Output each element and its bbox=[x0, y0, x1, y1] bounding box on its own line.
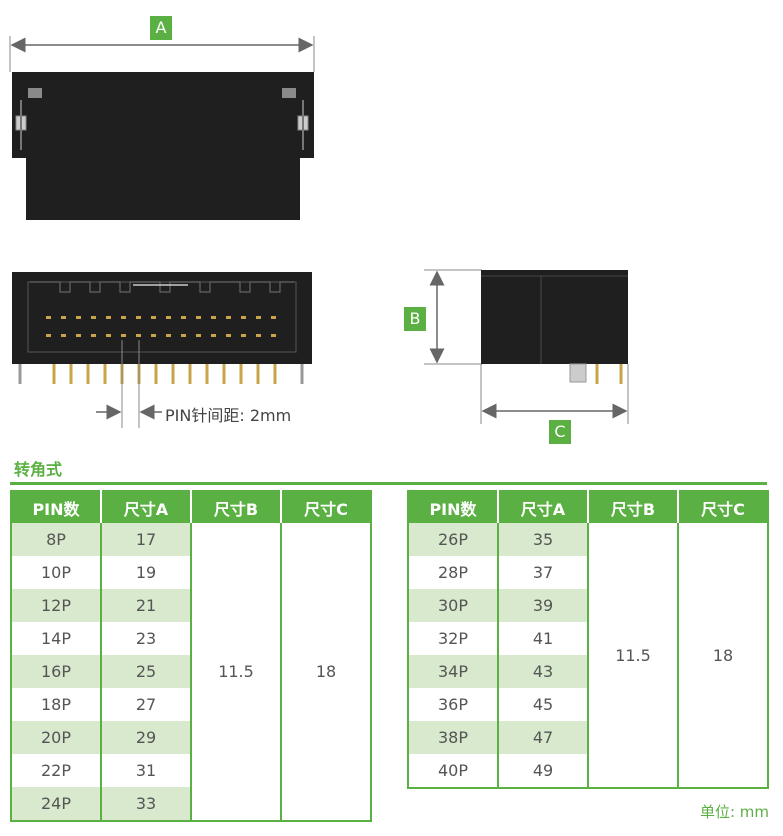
side-view-body bbox=[481, 270, 628, 364]
size-a-cell: 37 bbox=[497, 556, 588, 589]
size-c-cell: 18 bbox=[677, 523, 768, 788]
front-view-body bbox=[12, 272, 312, 364]
size-a-cell: 35 bbox=[497, 523, 588, 556]
top-view-body bbox=[12, 72, 314, 220]
pin-count-cell: 32P bbox=[437, 629, 468, 648]
table-row: 30P 39 bbox=[408, 589, 768, 622]
table-row: 32P 41 bbox=[408, 622, 768, 655]
size-b-cell: 11.5 bbox=[587, 523, 678, 788]
header-pin-count: PIN数 bbox=[11, 491, 101, 523]
size-a-cell: 21 bbox=[100, 589, 191, 622]
pin-count-cell: 26P bbox=[408, 523, 498, 556]
pin-count-cell: 40P bbox=[437, 761, 468, 780]
size-a-cell: 45 bbox=[497, 688, 588, 721]
table-row: 16P 25 bbox=[11, 655, 371, 688]
table-row: 12P 21 bbox=[11, 589, 371, 622]
pin-count-cell: 36P bbox=[437, 695, 468, 714]
size-a-cell: 33 bbox=[100, 787, 191, 821]
section-divider bbox=[10, 482, 767, 485]
table-row: 36P 45 bbox=[408, 688, 768, 721]
table-row: 38P 47 bbox=[408, 721, 768, 754]
size-c-cell: 18 bbox=[280, 523, 371, 821]
table-row: 24P 33 bbox=[11, 787, 371, 821]
size-b-cell: 11.5 bbox=[190, 523, 281, 821]
header-size-c: 尺寸C bbox=[677, 491, 768, 523]
header-size-c: 尺寸C bbox=[280, 491, 371, 523]
front-view bbox=[12, 272, 312, 428]
table-row: 28P 37 bbox=[408, 556, 768, 589]
pin-count-cell: 24P bbox=[11, 787, 101, 821]
side-view bbox=[424, 269, 629, 424]
size-a-cell: 27 bbox=[100, 688, 191, 721]
table-row: 8P 17 11.5 18 bbox=[11, 523, 371, 821]
size-a-cell: 19 bbox=[100, 556, 191, 589]
contact-pins-upper bbox=[46, 316, 276, 319]
pin-count-cell: 12P bbox=[11, 589, 101, 622]
contact-pins-lower bbox=[46, 334, 276, 337]
pin-count-cell: 22P bbox=[40, 761, 71, 780]
table-row: 22P 31 bbox=[11, 754, 371, 787]
pin-count-cell: 28P bbox=[437, 563, 468, 582]
header-size-a: 尺寸A bbox=[100, 491, 191, 523]
connector-drawings: A B C PIN针间距: 2mm bbox=[9, 16, 629, 444]
pin-count-cell: 16P bbox=[11, 655, 101, 688]
section-title: 转角式 bbox=[14, 460, 63, 479]
size-a-cell: 25 bbox=[100, 655, 191, 688]
table-row: 40P 49 bbox=[408, 754, 768, 788]
size-a-cell: 39 bbox=[497, 589, 588, 622]
table-row: 10P 19 bbox=[11, 556, 371, 589]
pin-count-cell: 8P bbox=[11, 523, 101, 556]
table-row: 14P 23 bbox=[11, 622, 371, 655]
table-row: 34P 43 bbox=[408, 655, 768, 688]
pin-count-cell: 34P bbox=[408, 655, 498, 688]
size-a-cell: 17 bbox=[100, 523, 191, 556]
size-a-cell: 29 bbox=[100, 721, 191, 754]
top-view bbox=[9, 36, 315, 220]
connector-svg bbox=[9, 36, 629, 428]
dimension-a-label: A bbox=[150, 16, 172, 40]
pin-count-cell: 18P bbox=[40, 695, 71, 714]
pin-count-cell: 14P bbox=[40, 629, 71, 648]
table-row: 18P 27 bbox=[11, 688, 371, 721]
spec-table-2: PIN数 尺寸A 尺寸B 尺寸C 26P 35 11.5 18 28P 37 3… bbox=[407, 490, 769, 789]
size-a-cell: 43 bbox=[497, 655, 588, 688]
header-size-b: 尺寸B bbox=[587, 491, 678, 523]
size-a-cell: 31 bbox=[100, 754, 191, 787]
table-header-row: PIN数 尺寸A 尺寸B 尺寸C bbox=[11, 491, 371, 523]
table-header-row: PIN数 尺寸A 尺寸B 尺寸C bbox=[408, 491, 768, 523]
header-pin-count: PIN数 bbox=[408, 491, 498, 523]
pin-pitch-note: PIN针间距: 2mm bbox=[165, 406, 292, 425]
pcb-pins bbox=[52, 364, 277, 384]
size-a-cell: 23 bbox=[100, 622, 191, 655]
size-a-cell: 47 bbox=[497, 721, 588, 754]
spec-table-1: PIN数 尺寸A 尺寸B 尺寸C 8P 17 11.5 18 10P 19 12… bbox=[10, 490, 372, 822]
header-size-b: 尺寸B bbox=[190, 491, 281, 523]
size-a-cell: 49 bbox=[497, 754, 588, 788]
dimension-c-label: C bbox=[549, 420, 571, 444]
unit-note: 单位: mm bbox=[699, 803, 769, 821]
pin-count-cell: 30P bbox=[408, 589, 498, 622]
size-a-cell: 41 bbox=[497, 622, 588, 655]
pin-count-cell: 38P bbox=[408, 721, 498, 754]
pin-count-cell: 10P bbox=[40, 563, 71, 582]
header-size-a: 尺寸A bbox=[497, 491, 588, 523]
table-row: 26P 35 11.5 18 bbox=[408, 523, 768, 788]
pin-count-cell: 20P bbox=[11, 721, 101, 754]
dimension-b-label: B bbox=[404, 307, 426, 331]
table-row: 20P 29 bbox=[11, 721, 371, 754]
